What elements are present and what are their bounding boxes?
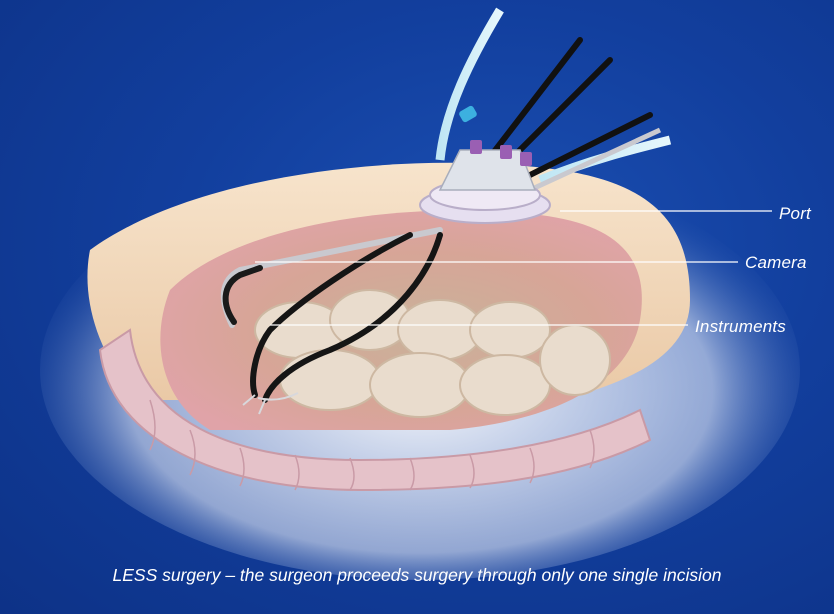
label-camera: Camera — [745, 253, 807, 273]
label-port: Port — [779, 204, 811, 224]
label-instruments: Instruments — [695, 317, 786, 337]
stopcock-icon — [458, 105, 478, 123]
tube-left — [440, 10, 500, 160]
figure-caption: LESS surgery – the surgeon proceeds surg… — [0, 565, 834, 586]
